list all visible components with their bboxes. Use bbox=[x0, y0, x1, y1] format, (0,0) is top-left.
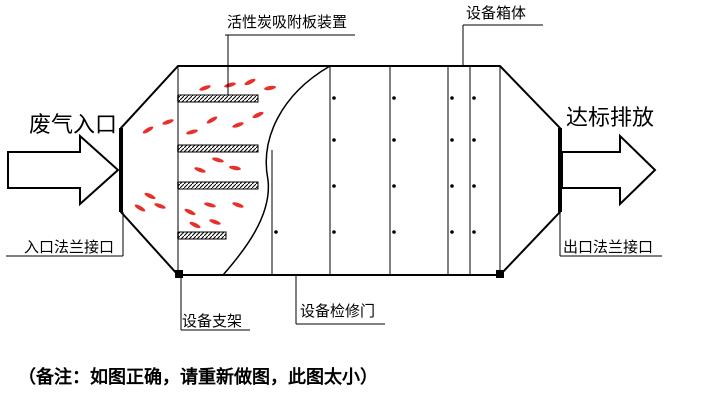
cutaway-curve bbox=[222, 65, 331, 276]
outlet-label: 达标排放 bbox=[566, 106, 655, 131]
support-right bbox=[496, 270, 504, 278]
housing-label: 设备箱体 bbox=[466, 4, 527, 22]
inlet-arrow-icon bbox=[7, 133, 120, 207]
carbon-plate-label: 活性炭吸附板装置 bbox=[227, 13, 348, 31]
airflow-marks bbox=[134, 78, 276, 229]
remark-note: （备注：如图正确，请重新做图，此图太小） bbox=[18, 367, 378, 388]
outlet-arrow-icon bbox=[561, 133, 657, 207]
inlet-flange-label: 入口法兰接口 bbox=[24, 238, 115, 256]
door-latches bbox=[274, 96, 476, 234]
support-label: 设备支架 bbox=[182, 312, 243, 330]
outlet-flange bbox=[558, 128, 562, 212]
door-label: 设备检修门 bbox=[300, 302, 376, 320]
inlet-flange bbox=[119, 128, 123, 212]
support-left bbox=[175, 270, 183, 278]
leader-lines bbox=[6, 24, 662, 331]
outlet-flange-label: 出口法兰接口 bbox=[563, 238, 654, 256]
inlet-label: 废气入口 bbox=[29, 113, 118, 138]
carbon-plates bbox=[177, 94, 259, 240]
